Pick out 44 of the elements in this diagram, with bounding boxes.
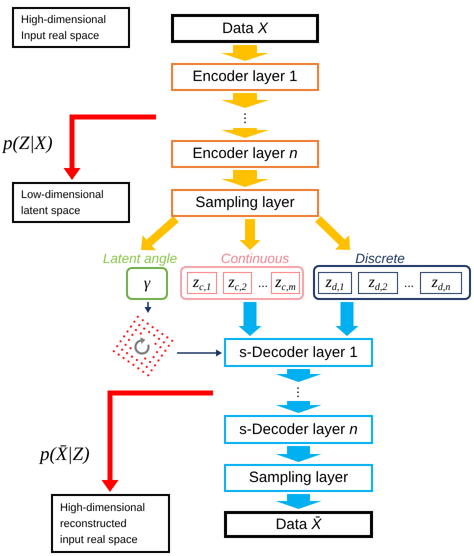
variable-box: z$_{c,m}$ <box>271 272 300 294</box>
arrow <box>240 219 260 250</box>
arrow <box>102 390 213 492</box>
arrow <box>276 401 322 413</box>
space-box: High-dimensional Input real space <box>12 7 130 48</box>
data-box: Data X̄ <box>224 511 373 538</box>
edge-label: p(X̄|Z) <box>40 444 90 466</box>
arrow <box>276 446 322 462</box>
decoder-layer-box: s-Decoder layer n <box>224 415 373 444</box>
vertical-ellipsis: ⋮ <box>291 384 305 399</box>
variable-box: z$_{d,n}$ <box>420 272 462 294</box>
variable-box: z$_{d,1}$ <box>318 272 352 294</box>
arrow <box>64 114 156 180</box>
variable-box: z$_{c,1}$ <box>187 272 217 294</box>
arrow <box>276 494 322 509</box>
arrow <box>276 369 322 382</box>
sampling-layer-box: Sampling layer <box>224 464 373 492</box>
space-box: Low-dimensional latent space <box>12 182 130 223</box>
arrow <box>336 302 358 336</box>
arrow <box>315 216 350 250</box>
arrow <box>221 45 269 61</box>
arrow <box>238 302 262 336</box>
data-box: Data X <box>171 14 319 43</box>
variable-box: γ <box>126 267 168 300</box>
encoder-layer-box: Encoder layer n <box>171 140 319 168</box>
ellipsis: ... <box>404 276 414 290</box>
ellipsis: ... <box>258 276 268 290</box>
sampling-layer-box: Sampling layer <box>171 189 319 217</box>
arrow <box>144 302 152 313</box>
group-label: Discrete <box>355 252 405 266</box>
edge-label: p(Z|X) <box>3 133 53 155</box>
arrow <box>141 216 179 250</box>
variable-box: z$_{d,2}$ <box>358 272 398 294</box>
arrow <box>177 350 222 356</box>
encoder-layer-box: Encoder layer 1 <box>171 63 319 91</box>
group-label: Latent angle <box>102 252 178 266</box>
vertical-ellipsis: ⋮ <box>238 110 252 126</box>
space-box: High-dimensional reconstructed input real space <box>51 494 170 553</box>
arrow <box>221 93 269 108</box>
decoder-layer-box: s-Decoder layer 1 <box>224 338 373 367</box>
group-label: Continuous <box>220 252 290 266</box>
arrow <box>221 170 269 187</box>
variable-box: z$_{c,2}$ <box>223 272 252 294</box>
arrow <box>221 128 269 138</box>
